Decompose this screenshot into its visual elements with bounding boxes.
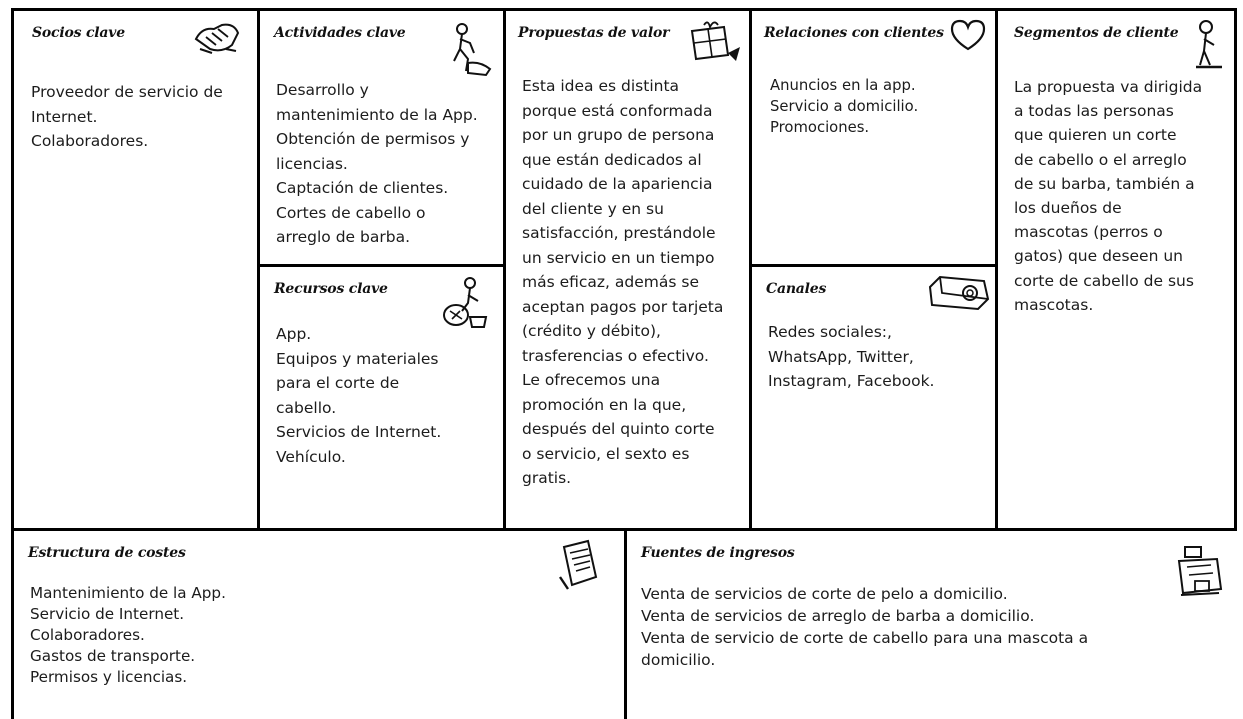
actividades-clave-text: Desarrollo y mantenimiento de la App. Ob… — [276, 81, 478, 246]
estructura-costes-text: Mantenimiento de la App. Servicio de Int… — [30, 584, 226, 686]
border-top — [11, 8, 1237, 11]
relaciones-clientes-text: Anuncios en la app. Servicio a domicilio… — [770, 77, 919, 136]
socios-clave-title: Socios clave — [32, 25, 125, 41]
segmentos-cliente-cell: Segmentos de cliente La propuesta va dir… — [998, 11, 1234, 528]
cash-register-icon — [1177, 546, 1223, 596]
relaciones-clientes-title: Relaciones con clientes — [764, 25, 944, 41]
recursos-clave-cell: Recursos clave App. Equipos y materiales… — [260, 267, 503, 528]
propuestas-valor-title: Propuestas de valor — [518, 25, 670, 41]
estructura-costes-title: Estructura de costes — [28, 545, 186, 561]
fuentes-ingresos-text: Venta de servicios de corte de pelo a do… — [641, 585, 1089, 669]
canales-title: Canales — [766, 281, 827, 297]
estructura-costes-cell: Estructura de costes Mantenimiento de la… — [14, 531, 624, 719]
handshake-icon — [194, 23, 240, 54]
divider-col-4 — [995, 8, 998, 530]
worker-icon — [453, 23, 492, 77]
propuestas-valor-cell: Propuestas de valor Esta idea es distint… — [506, 11, 749, 528]
canales-text: Redes sociales:, WhatsApp, Twitter, Inst… — [768, 323, 935, 390]
border-right — [1234, 8, 1237, 531]
resources-icon — [443, 277, 488, 328]
divider-bottom-center — [624, 528, 627, 719]
divider-col-1 — [257, 8, 260, 530]
person-icon — [1196, 20, 1222, 69]
heart-icon — [950, 19, 986, 51]
divider-col-2 — [503, 8, 506, 530]
propuestas-valor-text: Esta idea es distinta porque está confor… — [522, 77, 724, 487]
socios-clave-cell: Socios clave Proveedor de servicio de In… — [14, 11, 257, 528]
segmentos-cliente-text: La propuesta va dirigida a todas las per… — [1014, 78, 1203, 314]
fuentes-ingresos-cell: Fuentes de ingresos Venta de servicios d… — [627, 531, 1237, 719]
divider-actividades-recursos — [257, 264, 505, 267]
actividades-clave-title: Actividades clave — [274, 25, 406, 41]
truck-icon — [928, 275, 990, 311]
actividades-clave-cell: Actividades clave Desarrollo y mantenimi… — [260, 11, 503, 264]
fuentes-ingresos-title: Fuentes de ingresos — [641, 545, 795, 561]
relaciones-clientes-cell: Relaciones con clientes Anuncios en la a… — [752, 11, 995, 264]
socios-clave-text: Proveedor de servicio de Internet. Colab… — [31, 83, 223, 150]
gift-icon — [690, 21, 740, 61]
receipt-icon — [559, 539, 598, 590]
segmentos-cliente-title: Segmentos de cliente — [1014, 25, 1179, 41]
border-left — [11, 8, 14, 719]
recursos-clave-title: Recursos clave — [274, 281, 388, 297]
divider-col-3 — [749, 8, 752, 530]
divider-relaciones-canales — [749, 264, 997, 267]
canales-cell: Canales Redes sociales:, WhatsApp, Twitt… — [752, 267, 995, 528]
recursos-clave-text: App. Equipos y materiales para el corte … — [276, 325, 442, 466]
